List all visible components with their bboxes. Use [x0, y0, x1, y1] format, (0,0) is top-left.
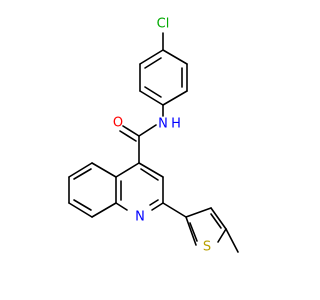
amide-nitrogen-atom: N H — [158, 117, 181, 132]
amide-h-label: H — [171, 117, 181, 132]
methyl-bond — [225, 228, 239, 253]
n-carbonyl-bond — [138, 124, 157, 137]
carbonyl-double-bond — [119, 125, 140, 142]
quinoline-n-label: N — [135, 210, 145, 225]
chlorine-label: Cl — [157, 17, 170, 32]
sulfur-label: S — [203, 240, 211, 255]
quinoline-nitrogen-atom: N — [135, 210, 145, 225]
structure-canvas: Cl O N H N S — [68, 17, 239, 255]
quinoline-core — [68, 162, 164, 218]
amide-n-label: N — [158, 117, 168, 132]
thiophene-ring — [185, 207, 227, 246]
chlorine-atom: Cl — [157, 17, 170, 32]
chlorophenyl-ring — [139, 49, 188, 106]
sulfur-atom: S — [203, 240, 211, 255]
molecule-drawing: Cl O N H N S — [68, 17, 239, 255]
quinoline-thiophene-bond — [162, 202, 187, 218]
carbonyl-oxygen-atom: O — [113, 116, 123, 131]
oxygen-label: O — [113, 116, 123, 131]
